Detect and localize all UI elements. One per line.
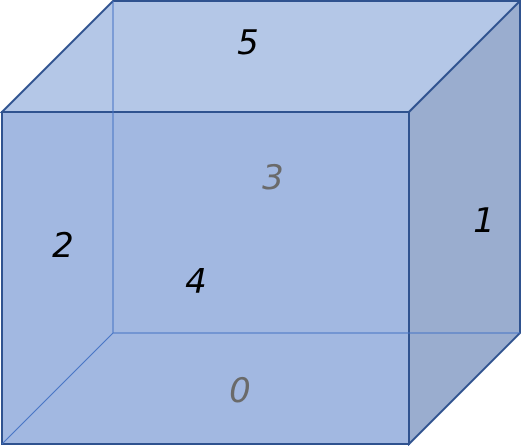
label-right: 1: [473, 201, 495, 241]
hidden-edge-bottom-diagonal: [1, 332, 114, 445]
label-front: 4: [185, 262, 207, 302]
front-face: [1, 111, 410, 445]
label-bottom: 0: [229, 371, 251, 411]
label-back: 3: [262, 158, 284, 198]
label-left: 2: [52, 226, 74, 266]
label-top: 5: [237, 23, 259, 63]
